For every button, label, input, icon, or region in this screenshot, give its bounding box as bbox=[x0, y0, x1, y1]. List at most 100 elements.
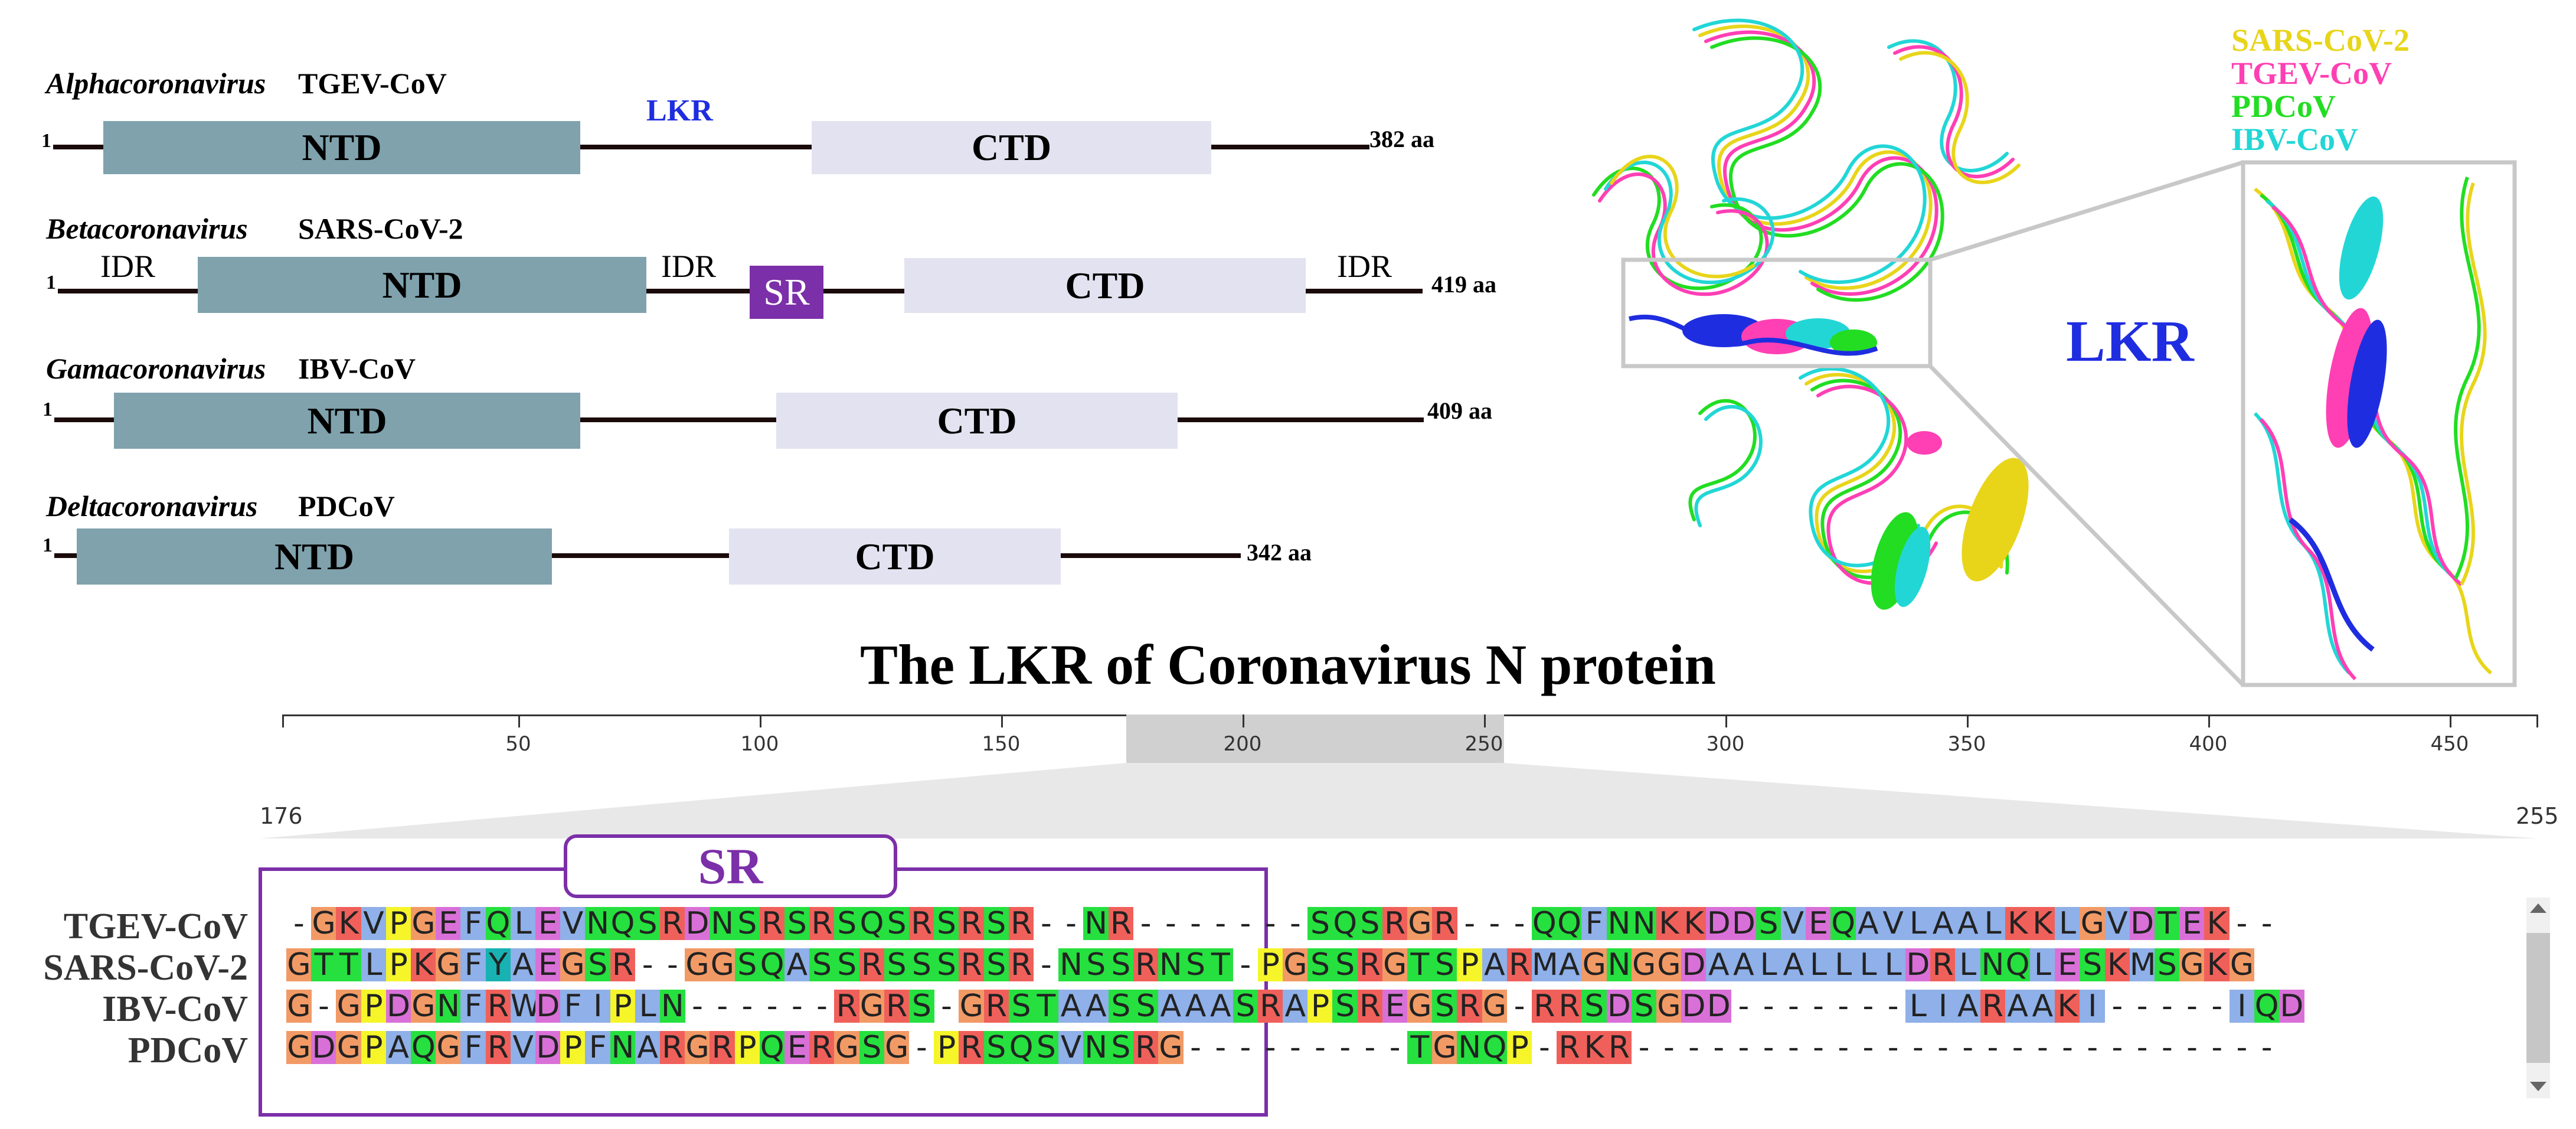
residue: R bbox=[759, 907, 785, 940]
ruler-tick-label: 450 bbox=[2430, 732, 2469, 756]
residue: Q bbox=[1332, 906, 1358, 941]
residue: L bbox=[1880, 948, 1906, 981]
residue: G bbox=[834, 1030, 860, 1065]
residue: R bbox=[1008, 907, 1034, 940]
residue: R bbox=[809, 907, 835, 940]
residue: L bbox=[1905, 907, 1931, 940]
residue: E bbox=[1382, 990, 1408, 1023]
residue: F bbox=[460, 1031, 486, 1064]
residue: S bbox=[1307, 948, 1333, 981]
residue: S bbox=[983, 1031, 1009, 1064]
residue: Q bbox=[1830, 906, 1856, 941]
residue: R bbox=[485, 990, 511, 1023]
legend-entry-ibv: IBV-CoV bbox=[2231, 122, 2358, 157]
residue: D bbox=[1681, 947, 1707, 983]
vertical-scrollbar[interactable] bbox=[2526, 898, 2550, 1098]
residue: E bbox=[1806, 907, 1831, 940]
residue: D bbox=[2279, 988, 2304, 1024]
residue: N bbox=[436, 988, 461, 1024]
residue: K bbox=[1656, 907, 1682, 940]
alignment-gap: - bbox=[1513, 906, 1525, 941]
residue: S bbox=[934, 948, 959, 981]
alignment-gap: - bbox=[2062, 1030, 2073, 1065]
residue: D bbox=[311, 1030, 336, 1065]
residue: A bbox=[1955, 907, 1981, 940]
residue: G bbox=[286, 988, 312, 1024]
alignment-gap: - bbox=[1987, 1030, 1999, 1065]
residue: T bbox=[1407, 948, 1433, 981]
scroll-down-arrow-icon[interactable] bbox=[2530, 1082, 2546, 1091]
residue: A bbox=[1058, 990, 1084, 1023]
residue: V bbox=[2104, 907, 2130, 940]
alignment-gap: - bbox=[1638, 1030, 1650, 1065]
alignment-gap: - bbox=[1813, 1030, 1824, 1065]
residue: Q bbox=[759, 1030, 785, 1065]
alignment-gap: - bbox=[717, 988, 728, 1024]
residue: L bbox=[1905, 990, 1931, 1023]
residue: L bbox=[1955, 948, 1981, 981]
genus-label: Alphacoronavirus bbox=[46, 67, 266, 100]
residue: N bbox=[1083, 1030, 1109, 1065]
residue: D bbox=[1905, 947, 1931, 983]
alignment-gap: - bbox=[293, 906, 305, 941]
residue: S bbox=[1008, 990, 1034, 1023]
residue: M bbox=[2129, 947, 2156, 983]
alignment-gap: - bbox=[1887, 988, 1899, 1024]
alignment-gap: - bbox=[791, 988, 803, 1024]
alignment-gap: - bbox=[666, 947, 678, 983]
residue: R bbox=[1357, 990, 1383, 1023]
ruler-tick-label: 50 bbox=[505, 732, 531, 756]
residue: A bbox=[1083, 990, 1109, 1023]
virus-label: IBV-CoV bbox=[298, 352, 416, 385]
residue: S bbox=[585, 948, 611, 981]
residue: Q bbox=[1482, 1030, 1508, 1065]
alignment-gap: - bbox=[318, 988, 329, 1024]
ruler-tick bbox=[1243, 714, 1244, 727]
sr-label: SR bbox=[763, 271, 810, 313]
residue: G bbox=[436, 1030, 461, 1065]
residue: S bbox=[1108, 948, 1134, 981]
residue: R bbox=[909, 907, 934, 940]
ctd-label: CTD bbox=[1065, 265, 1145, 306]
alignment-gap: - bbox=[1838, 988, 1849, 1024]
scroll-up-arrow-icon[interactable] bbox=[2530, 903, 2546, 913]
residue: R bbox=[1133, 1031, 1159, 1064]
genus-label: Betacoronavirus bbox=[46, 212, 248, 245]
residue: S bbox=[909, 948, 934, 981]
residue: S bbox=[983, 907, 1009, 940]
ctd-domain bbox=[812, 121, 1211, 174]
residue: N bbox=[610, 1030, 636, 1065]
residue: L bbox=[2055, 907, 2080, 940]
residue: L bbox=[1756, 948, 1781, 981]
start-position: 1 bbox=[41, 130, 51, 152]
alignment-gap: - bbox=[1240, 1030, 1251, 1065]
residue: S bbox=[1432, 948, 1457, 981]
residue: L bbox=[1806, 948, 1831, 981]
residue: S bbox=[734, 948, 760, 981]
residue: Q bbox=[1008, 1030, 1034, 1065]
alignment-gap: - bbox=[2211, 1030, 2223, 1065]
residue: L bbox=[361, 948, 387, 981]
idr-label: IDR bbox=[661, 249, 716, 284]
residue: R bbox=[1357, 948, 1383, 981]
residue: V bbox=[1880, 907, 1906, 940]
scrollbar-thumb[interactable] bbox=[2526, 933, 2550, 1063]
residue: F bbox=[460, 907, 486, 940]
alignment-gap: - bbox=[1937, 1030, 1949, 1065]
ruler-selection-window[interactable] bbox=[1126, 714, 1504, 763]
residue: G bbox=[560, 947, 586, 983]
residue: D bbox=[385, 988, 411, 1024]
residue: L bbox=[635, 990, 661, 1023]
residue: V bbox=[1781, 907, 1806, 940]
residue: S bbox=[809, 948, 835, 981]
alignment-gap: - bbox=[1240, 906, 1251, 941]
residue: A bbox=[1731, 948, 1757, 981]
domain-architecture-diagram: Alphacoronavirus TGEV-CoV LKR 1 NTD CTD … bbox=[0, 0, 1523, 626]
residue: G bbox=[311, 906, 336, 941]
residue: F bbox=[585, 1031, 611, 1064]
ntd-domain bbox=[103, 121, 580, 174]
ntd-label: NTD bbox=[302, 126, 382, 168]
alignment-gap: - bbox=[1339, 1030, 1351, 1065]
alignment-gap: - bbox=[2261, 1030, 2273, 1065]
alignment-gap: - bbox=[1040, 906, 1052, 941]
